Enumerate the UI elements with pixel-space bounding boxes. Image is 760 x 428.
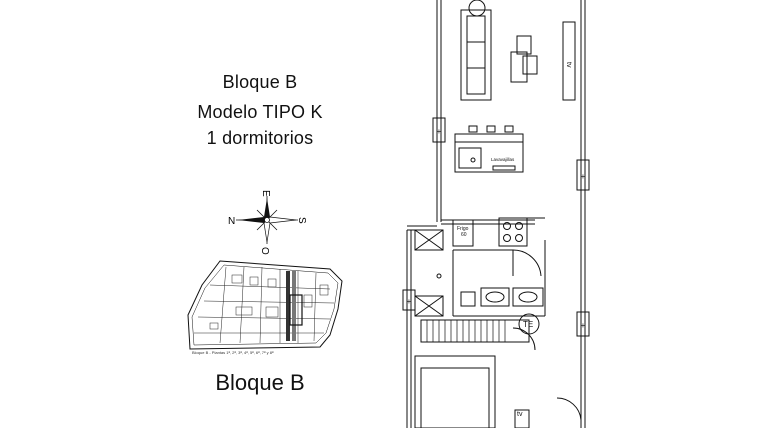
dishwasher-label: Lavavajillas	[491, 157, 515, 162]
water-heater-label: TE	[523, 320, 533, 329]
fridge-label-2: 60	[461, 232, 467, 238]
key-plan-drawing	[187, 260, 343, 350]
key-plan-title: Bloque B	[215, 370, 305, 395]
fridge-label-1: Frigo	[457, 226, 469, 232]
tv-label-lower: tv	[517, 411, 523, 418]
compass-rose-icon: N S E O	[228, 190, 307, 255]
model-label: Modelo TIPO K	[197, 102, 323, 122]
svg-text:+: +	[581, 172, 586, 181]
compass-north: N	[228, 216, 235, 227]
tv-label-upper: tv	[565, 62, 572, 68]
svg-text:+: +	[581, 321, 586, 330]
compass-east: E	[260, 190, 271, 197]
compass-south: S	[296, 217, 307, 224]
compass-west: O	[259, 247, 270, 255]
floor-plan-drawing: + + + + tv tv Lavavajillas Frigo 60 TE	[402, 0, 590, 428]
block-label: Bloque B	[222, 72, 298, 92]
svg-text:+: +	[437, 127, 442, 136]
svg-text:+: +	[407, 297, 412, 306]
bedrooms-label: 1 dormitorios	[206, 128, 314, 148]
key-plan-caption: Bloque B - Plantas 1ª, 2ª, 3ª, 4ª, 5ª, 6…	[192, 350, 274, 355]
